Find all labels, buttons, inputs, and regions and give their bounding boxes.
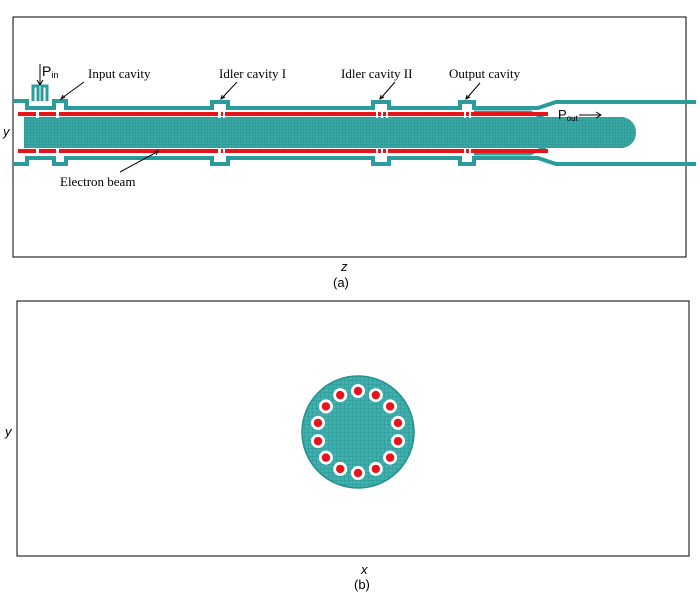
annotation-arrows <box>36 64 602 173</box>
beamlet <box>385 402 395 411</box>
idler-cavity-1-gap <box>218 110 221 118</box>
beamlet <box>371 390 380 400</box>
beamlet <box>353 386 363 396</box>
beamlet <box>336 390 345 400</box>
electron-beam-label: Electron beam <box>60 174 135 189</box>
input-cavity-arrow <box>59 81 85 101</box>
panel-b-y-axis-label: y <box>4 424 13 439</box>
beam-traces <box>18 112 548 153</box>
beamlet <box>353 468 363 478</box>
cavity-gaps <box>36 110 471 156</box>
beamlet <box>385 453 395 462</box>
panel-b-x-axis-label: x <box>360 562 368 577</box>
panel-b: y x (b) <box>4 300 690 592</box>
beam-trace-bottom <box>18 149 548 153</box>
electron-beam-arrow <box>119 150 159 173</box>
idler-1-arrow <box>220 81 238 100</box>
beamlet <box>336 464 345 474</box>
panel-a-z-axis-label: z <box>340 259 348 274</box>
pout-label: Pout <box>558 107 579 123</box>
beamlet <box>313 436 323 446</box>
beamlet <box>371 464 380 474</box>
beamlet <box>313 418 323 428</box>
input-coupler <box>31 84 49 101</box>
idler-cavity-2-gap <box>376 110 378 118</box>
idler-cavity-2-label: Idler cavity II <box>341 66 412 81</box>
cross-section-outline <box>301 375 415 489</box>
panel-a-y-axis-label: y <box>2 124 11 139</box>
beamlet <box>393 436 403 446</box>
output-cavity-gap <box>464 110 466 118</box>
pin-arrow <box>36 64 44 86</box>
beamlet <box>321 453 331 462</box>
input-cavity-label: Input cavity <box>88 66 151 81</box>
beamlet <box>393 418 403 428</box>
pin-label: Pin <box>42 63 58 80</box>
idler-cavity-1-label: Idler cavity I <box>219 66 286 81</box>
idler-2-arrow <box>379 81 396 100</box>
beam-mesh-tip <box>606 117 636 148</box>
output-arrow <box>465 82 481 100</box>
beam-trace-top <box>18 112 548 116</box>
input-cavity-gap <box>36 110 39 118</box>
beamlet-ring <box>311 384 405 480</box>
panel-b-caption: (b) <box>354 577 370 592</box>
pout-arrow <box>579 111 602 119</box>
panel-a: Pin Input cavity Idler cavity I Idler ca… <box>2 16 696 290</box>
beamlet <box>321 402 331 411</box>
output-cavity-label: Output cavity <box>449 66 521 81</box>
beam-mesh-body <box>24 117 624 148</box>
panel-a-caption: (a) <box>333 275 349 290</box>
